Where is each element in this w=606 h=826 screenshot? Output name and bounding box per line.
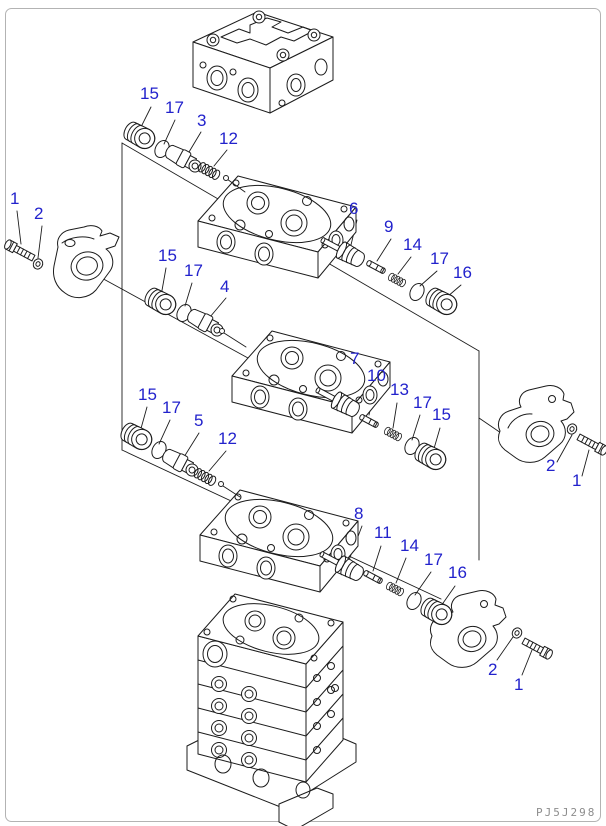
- part-callout-2: 2: [488, 660, 498, 679]
- part-callout-1: 1: [10, 189, 20, 208]
- valve-section-block-1: [197, 174, 357, 279]
- ball-part: [218, 481, 224, 487]
- plug-part-15: [141, 284, 180, 319]
- elbow-fitting-left: [53, 225, 120, 298]
- o-ring-part-17: [406, 280, 428, 304]
- part-callout-4: 4: [220, 277, 230, 296]
- part-callout-17: 17: [184, 261, 203, 280]
- part-callout-6: 6: [349, 199, 359, 218]
- part-callout-17: 17: [413, 393, 432, 412]
- part-callout-15: 15: [158, 246, 177, 265]
- elbow-fitting-bottom: [429, 590, 507, 668]
- part-callout-9: 9: [384, 217, 394, 236]
- part-callout-5: 5: [194, 411, 204, 430]
- part-callout-8: 8: [354, 504, 364, 523]
- top-cover-block: [192, 10, 334, 114]
- part-callout-15: 15: [432, 405, 451, 424]
- part-callout-14: 14: [400, 536, 419, 555]
- part-callout-11: 11: [374, 523, 392, 542]
- pin-part-9: [365, 259, 387, 275]
- part-callout-16: 16: [448, 563, 467, 582]
- washer-right: [564, 421, 580, 437]
- valve-section-block-3: [199, 488, 359, 593]
- mount-bolt-right: [575, 431, 606, 457]
- valve-part-5: [159, 445, 203, 480]
- part-callout-7: 7: [350, 349, 360, 368]
- main-valve-stack: [186, 593, 357, 826]
- parts-group-a: [120, 118, 229, 182]
- part-callout-13: 13: [390, 380, 409, 399]
- part-callout-2: 2: [546, 456, 556, 475]
- part-callout-14: 14: [403, 235, 422, 254]
- plug-part-15: [411, 439, 450, 474]
- part-callout-2: 2: [34, 204, 44, 223]
- part-callout-1: 1: [572, 471, 582, 490]
- parts-group-e: [117, 419, 224, 488]
- parts-group-c: [141, 284, 228, 340]
- plug-part-15: [117, 419, 156, 454]
- part-callout-17: 17: [165, 98, 184, 117]
- spring-part-14: [386, 271, 408, 289]
- part-callout-17: 17: [430, 249, 449, 268]
- spring-part-12: [196, 160, 222, 182]
- ball-part: [223, 175, 229, 181]
- mount-bolt-left: [2, 238, 37, 264]
- pin-part-11: [362, 569, 384, 585]
- ball-part: [219, 328, 225, 334]
- spring-part-14: [384, 580, 406, 598]
- mount-bolt-bottom: [520, 635, 555, 661]
- part-callout-15: 15: [138, 385, 157, 404]
- washer-left: [30, 256, 46, 272]
- part-callout-12: 12: [219, 129, 238, 148]
- spring-part-12: [192, 466, 218, 488]
- part-callout-12: 12: [218, 429, 237, 448]
- drawing-code-watermark: PJ5J298: [536, 806, 597, 819]
- part-callout-3: 3: [197, 111, 207, 130]
- part-callout-1: 1: [514, 675, 524, 694]
- part-callout-15: 15: [140, 84, 159, 103]
- elbow-fitting-right: [497, 385, 575, 463]
- part-callout-16: 16: [453, 263, 472, 282]
- part-callout-17: 17: [162, 398, 181, 417]
- plug-part-15: [120, 118, 159, 153]
- spring-part-13: [382, 425, 404, 443]
- part-callout-10: 10: [367, 366, 386, 385]
- insertion-lines: [222, 178, 247, 498]
- part-callout-17: 17: [424, 550, 443, 569]
